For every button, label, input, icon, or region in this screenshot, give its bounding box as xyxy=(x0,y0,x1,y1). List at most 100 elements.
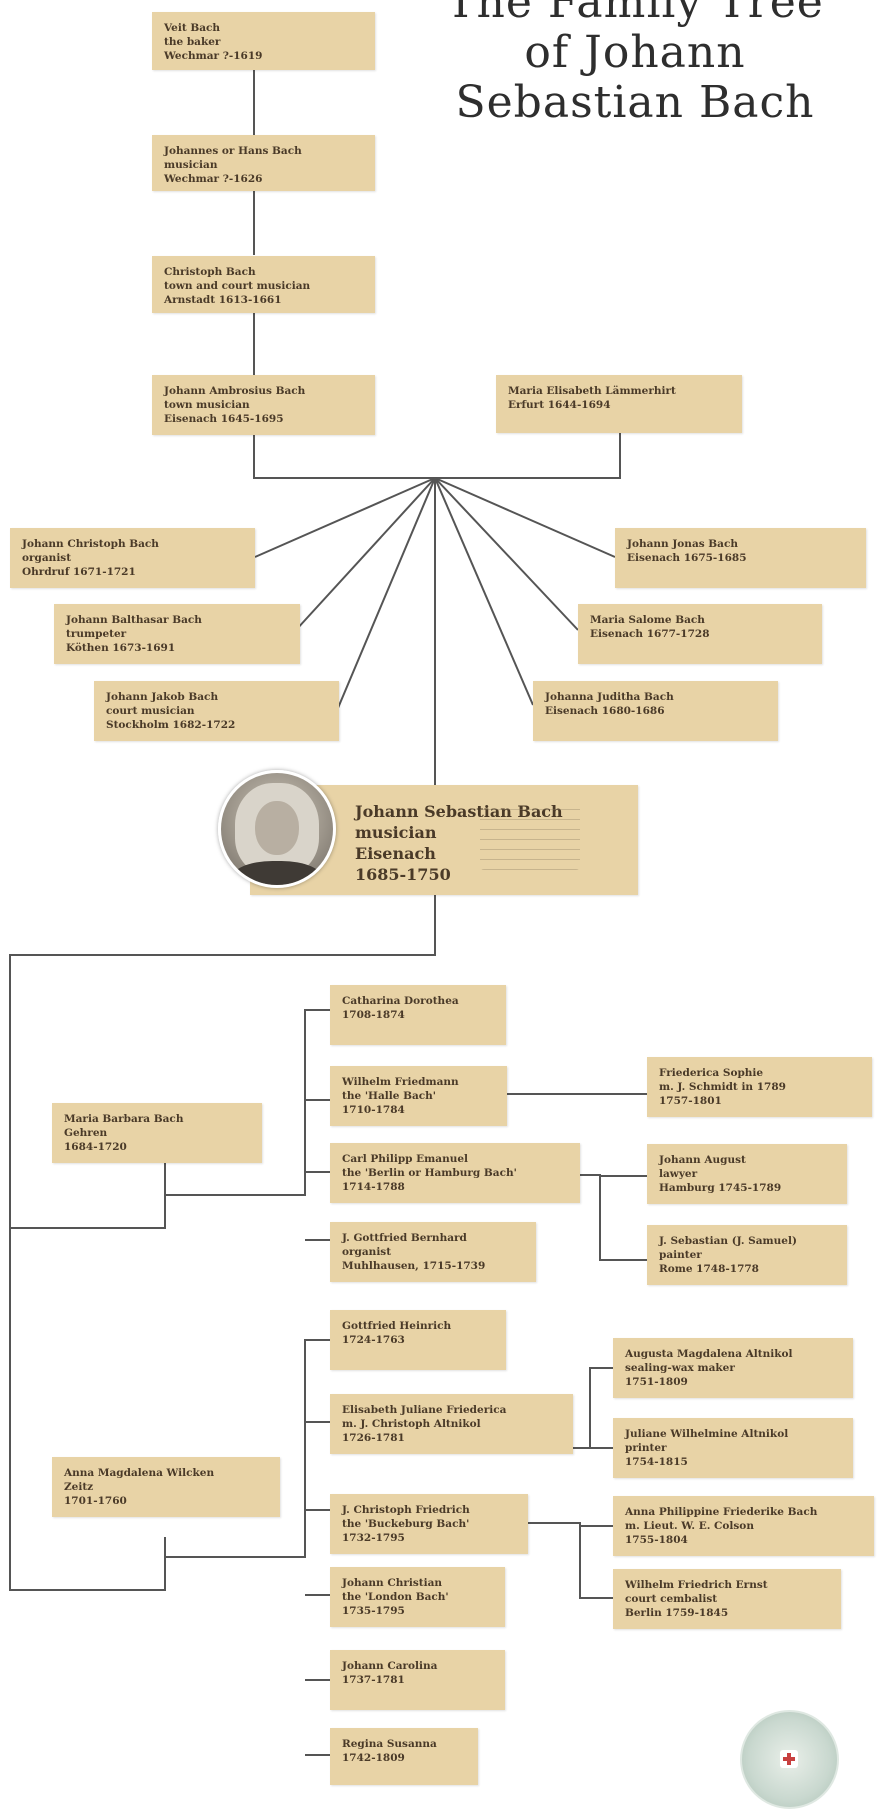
person-anna-philippine-friederike-bach: Anna Philippine Friederike Bach m. Lieut… xyxy=(613,1496,874,1556)
person-detail: Gehren xyxy=(64,1127,108,1139)
person-johann-ambrosius-bach: Johann Ambrosius Bach town musician Eise… xyxy=(152,375,375,435)
person-j-gottfried-bernhard: J. Gottfried Bernhard organist Muhlhause… xyxy=(330,1222,536,1282)
person-detail: musician xyxy=(164,159,218,171)
person-detail: 1708-1874 xyxy=(342,1009,405,1021)
person-detail: Rome 1748-1778 xyxy=(659,1263,759,1275)
title-line-1: The Family Tree xyxy=(446,0,824,28)
person-name: Johannes or Hans Bach xyxy=(164,145,302,157)
person-name: Johann Jakob Bach xyxy=(106,691,219,703)
person-detail: Eisenach 1645-1695 xyxy=(164,413,284,425)
person-detail: 1755-1804 xyxy=(625,1534,688,1546)
person-johann-carolina: Johann Carolina 1737-1781 xyxy=(330,1650,505,1710)
person-detail: 1684-1720 xyxy=(64,1141,127,1153)
person-detail: organist xyxy=(342,1246,392,1258)
person-elisabeth-juliane-friederica: Elisabeth Juliane Friederica m. J. Chris… xyxy=(330,1394,573,1454)
person-detail: 1757-1801 xyxy=(659,1095,722,1107)
person-carl-philipp-emanuel: Carl Philipp Emanuel the 'Berlin or Hamb… xyxy=(330,1143,580,1203)
person-regina-susanna: Regina Susanna 1742-1809 xyxy=(330,1728,478,1785)
title-line-2: of Johann xyxy=(524,27,746,78)
person-johann-balthasar-bach: Johann Balthasar Bach trumpeter Köthen 1… xyxy=(54,604,300,664)
person-name: Maria Barbara Bach xyxy=(64,1113,184,1125)
person-detail: Wechmar ?-1626 xyxy=(164,173,263,185)
person-detail: town and court musician xyxy=(164,280,311,292)
person-name: Wilhelm Friedrich Ernst xyxy=(625,1579,768,1591)
person-johann-christian: Johann Christian the 'London Bach' 1735-… xyxy=(330,1567,505,1627)
person-johann-august: Johann August lawyer Hamburg 1745-1789 xyxy=(647,1144,847,1204)
person-name: Johann Sebastian Bach xyxy=(355,802,563,821)
person-j-christoph-friedrich: J. Christoph Friedrich the 'Buckeburg Ba… xyxy=(330,1494,528,1554)
person-gottfried-heinrich: Gottfried Heinrich 1724-1763 xyxy=(330,1310,506,1370)
person-detail: 1754-1815 xyxy=(625,1456,688,1468)
person-detail: Arnstadt 1613-1661 xyxy=(164,294,282,306)
person-name: Veit Bach xyxy=(164,22,221,34)
person-name: Johann Christoph Bach xyxy=(22,538,159,550)
person-name: Johann Ambrosius Bach xyxy=(164,385,306,397)
person-detail: the baker xyxy=(164,36,221,48)
person-name: Johann Balthasar Bach xyxy=(66,614,202,626)
bach-portrait-image xyxy=(218,770,336,888)
person-wilhelm-friedmann: Wilhelm Friedmann the 'Halle Bach' 1710-… xyxy=(330,1066,507,1126)
person-name: Augusta Magdalena Altnikol xyxy=(625,1348,793,1360)
person-detail: painter xyxy=(659,1249,702,1261)
person-augusta-magdalena-altnikol: Augusta Magdalena Altnikol sealing-wax m… xyxy=(613,1338,853,1398)
person-detail: Stockholm 1682-1722 xyxy=(106,719,236,731)
person-anna-magdalena-wilcken: Anna Magdalena Wilcken Zeitz 1701-1760 xyxy=(52,1457,280,1517)
person-name: Johann Christian xyxy=(342,1577,443,1589)
person-name: J. Sebastian (J. Samuel) xyxy=(659,1235,797,1247)
person-name: Carl Philipp Emanuel xyxy=(342,1153,469,1165)
title-line-3: Sebastian Bach xyxy=(455,77,815,128)
person-detail: Hamburg 1745-1789 xyxy=(659,1182,782,1194)
person-detail: 1735-1795 xyxy=(342,1605,405,1617)
person-wilhelm-friedrich-ernst: Wilhelm Friedrich Ernst court cembalist … xyxy=(613,1569,841,1629)
person-maria-salome-bach: Maria Salome Bach Eisenach 1677-1728 xyxy=(578,604,822,664)
person-name: Maria Salome Bach xyxy=(590,614,705,626)
person-detail: 1724-1763 xyxy=(342,1334,405,1346)
person-detail: Köthen 1673-1691 xyxy=(66,642,176,654)
person-name: Juliane Wilhelmine Altnikol xyxy=(625,1428,789,1440)
person-detail: 1742-1809 xyxy=(342,1752,405,1764)
person-name: Regina Susanna xyxy=(342,1738,437,1750)
person-detail: 1685-1750 xyxy=(355,865,451,884)
person-johann-jonas-bach: Johann Jonas Bach Eisenach 1675-1685 xyxy=(615,528,866,588)
person-name: Catharina Dorothea xyxy=(342,995,459,1007)
person-name: Wilhelm Friedmann xyxy=(342,1076,459,1088)
person-detail: trumpeter xyxy=(66,628,127,640)
person-j-sebastian-samuel: J. Sebastian (J. Samuel) painter Rome 17… xyxy=(647,1225,847,1285)
person-detail: organist xyxy=(22,552,72,564)
person-detail: lawyer xyxy=(659,1168,698,1180)
person-detail: musician xyxy=(355,823,437,842)
person-name: Maria Elisabeth Lämmerhirt xyxy=(508,385,676,397)
person-detail: the 'Buckeburg Bach' xyxy=(342,1518,470,1530)
person-detail: court musician xyxy=(106,705,195,717)
person-detail: m. J. Schmidt in 1789 xyxy=(659,1081,786,1093)
person-name: Johann Carolina xyxy=(342,1660,438,1672)
person-detail: m. Lieut. W. E. Colson xyxy=(625,1520,754,1532)
person-detail: Wechmar ?-1619 xyxy=(164,50,263,62)
person-detail: 1737-1781 xyxy=(342,1674,405,1686)
person-maria-elisabeth-lammerhirt: Maria Elisabeth Lämmerhirt Erfurt 1644-1… xyxy=(496,375,742,433)
person-christoph-bach: Christoph Bach town and court musician A… xyxy=(152,256,375,313)
person-johann-christoph-bach: Johann Christoph Bach organist Ohrdruf 1… xyxy=(10,528,255,588)
person-detail: Muhlhausen, 1715-1739 xyxy=(342,1260,486,1272)
person-name: Anna Philippine Friederike Bach xyxy=(625,1506,818,1518)
person-johann-jakob-bach: Johann Jakob Bach court musician Stockho… xyxy=(94,681,339,741)
person-detail: court cembalist xyxy=(625,1593,718,1605)
person-detail: the 'Berlin or Hamburg Bach' xyxy=(342,1167,517,1179)
person-name: Christoph Bach xyxy=(164,266,256,278)
person-detail: Berlin 1759-1845 xyxy=(625,1607,729,1619)
person-detail: 1701-1760 xyxy=(64,1495,127,1507)
person-name: Johanna Juditha Bach xyxy=(545,691,674,703)
music-score-watermark xyxy=(480,800,580,870)
person-detail: the 'London Bach' xyxy=(342,1591,449,1603)
person-detail: town musician xyxy=(164,399,250,411)
person-name: Elisabeth Juliane Friederica xyxy=(342,1404,507,1416)
person-friederica-sophie: Friederica Sophie m. J. Schmidt in 1789 … xyxy=(647,1057,872,1117)
person-catharina-dorothea: Catharina Dorothea 1708-1874 xyxy=(330,985,506,1045)
person-detail: 1732-1795 xyxy=(342,1532,405,1544)
person-johannes-bach: Johannes or Hans Bach musician Wechmar ?… xyxy=(152,135,375,191)
person-detail: sealing-wax maker xyxy=(625,1362,735,1374)
person-detail: Eisenach 1677-1728 xyxy=(590,628,710,640)
person-name: J. Christoph Friedrich xyxy=(342,1504,470,1516)
person-name: Johann August xyxy=(659,1154,746,1166)
